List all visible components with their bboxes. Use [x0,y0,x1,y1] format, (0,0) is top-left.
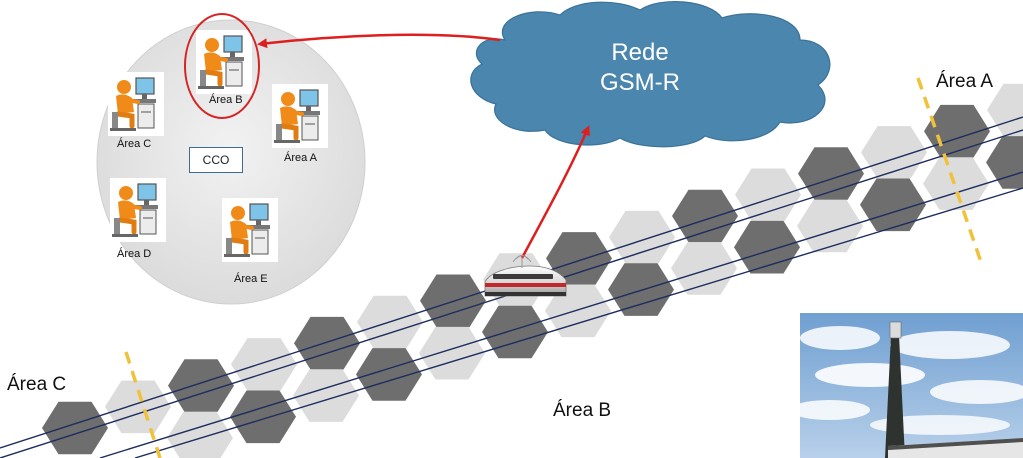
arrow-cloud-to-area-b [257,33,501,49]
antenna-icon [512,255,532,268]
cco-label: CCO [189,147,243,173]
radio-cell-hexagon [105,380,171,434]
track-line [134,187,1023,458]
radio-cell-hexagon [294,316,360,370]
operator-label-area-b: Área B [209,94,243,106]
operator-workstations [108,30,328,262]
operator-label-area-c: Área C [117,138,152,150]
track-line [99,171,1023,458]
radio-cell-hexagon [987,83,1023,137]
radio-cell-hexagon [356,348,422,401]
radio-cell-hexagon [419,326,485,380]
radio-cell-hexagon [608,263,674,316]
radio-cell-hexagon [167,411,233,458]
radio-cell-hexagon [986,136,1023,189]
cloud-label: Rede GSM-R [560,38,720,98]
base-station-photo [790,313,1023,458]
boundary-area-a [916,77,984,266]
radio-cell-hexagon [735,168,801,222]
arrow-train-to-cloud [520,125,590,259]
radio-cell-hexagon [42,401,108,455]
radio-cell-hexagon [545,284,611,338]
operator-icon [110,178,166,242]
operator-label-area-e: Área E [234,273,268,285]
radio-cell-hexagon [546,232,612,285]
operator-icon [196,30,252,94]
operator-label-area-a: Área A [284,152,318,164]
radio-cell-hexagon [230,390,296,444]
operator-icon [222,198,278,262]
radio-cell-hexagon [672,189,738,243]
radio-cell-hexagon [923,157,989,210]
railway-area-a-label: Área A [936,71,994,92]
gsm-r-cloud [470,0,831,148]
railway-area-c-label: Área C [7,374,67,395]
radio-cell-hexagon [609,210,675,264]
tower-icon [885,335,905,458]
operator-icon [272,84,328,148]
train [484,265,567,297]
highlight-ring [184,13,260,119]
cloud-label-line2: GSM-R [600,69,680,96]
radio-cell-hexagon [231,338,297,391]
operator-label-area-d: Área D [117,248,152,260]
radio-cell-hexagon [482,305,548,359]
railway-area-b-label: Área B [553,400,612,421]
operator-icon [108,72,164,136]
cloud-label-line1: Rede [611,39,669,66]
radio-cell-hexagon [797,199,863,253]
radio-cell-hexagon [671,242,737,295]
